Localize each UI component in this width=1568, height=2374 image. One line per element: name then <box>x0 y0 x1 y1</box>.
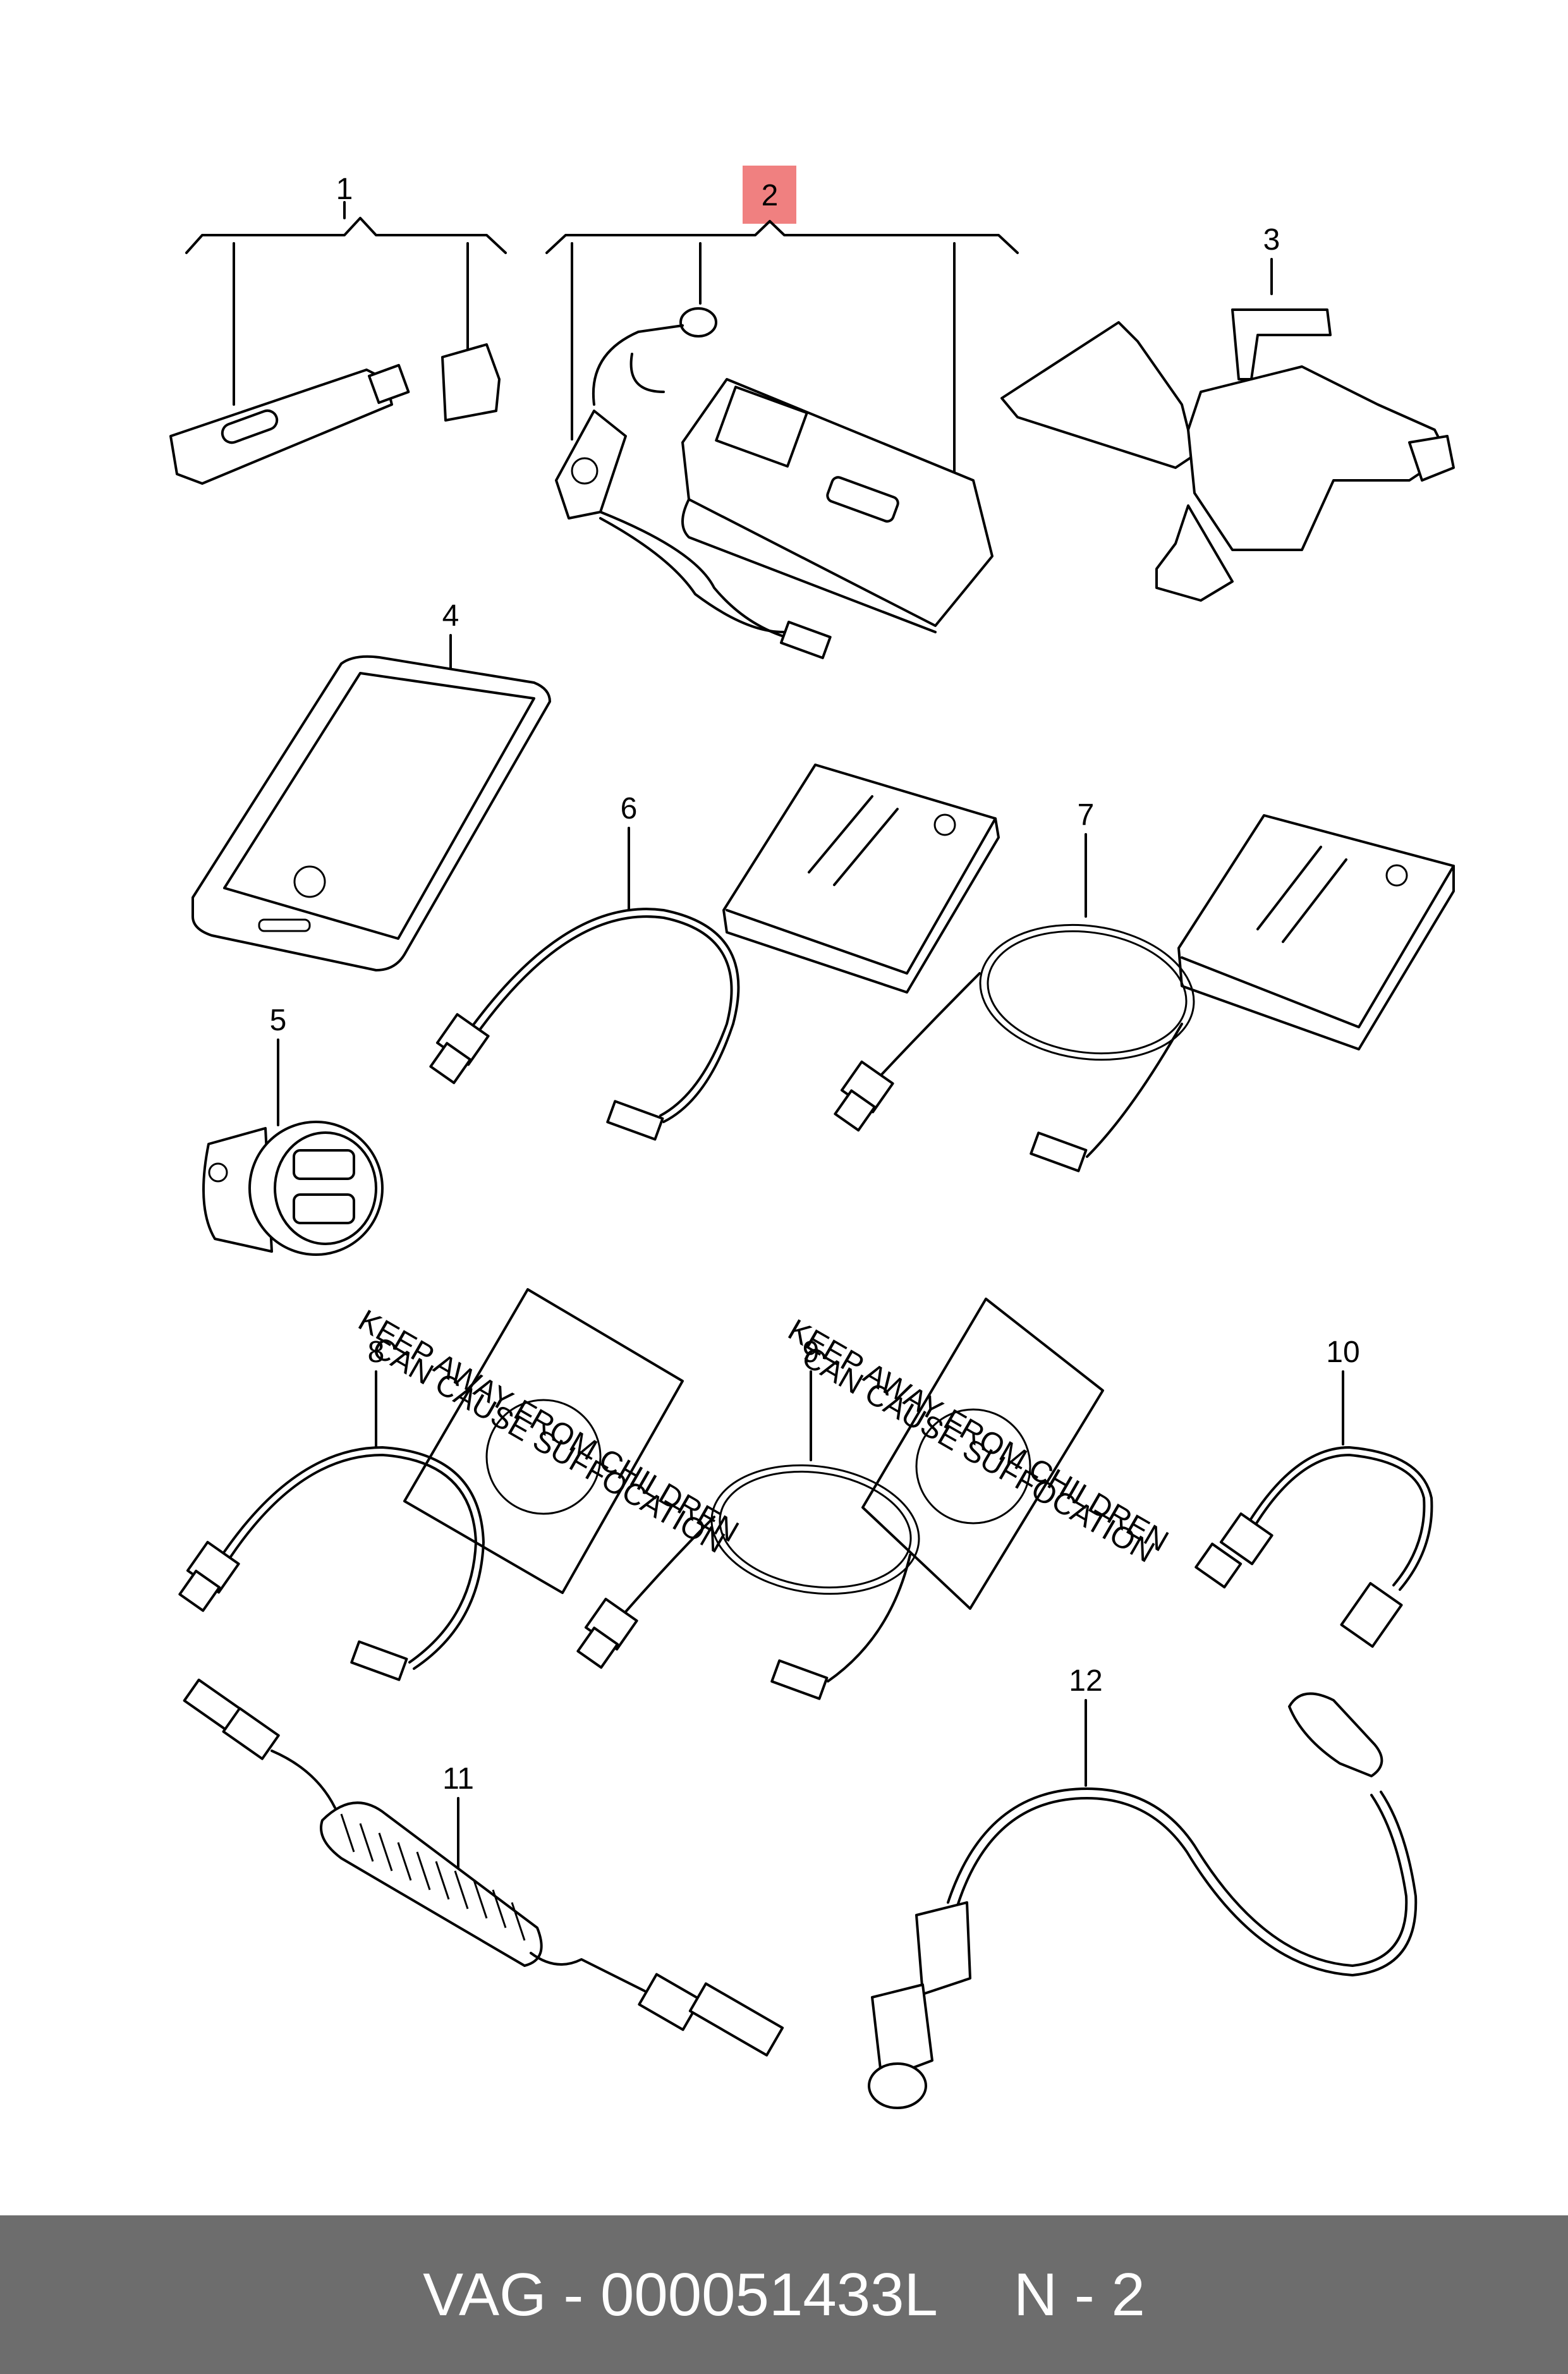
callout-label-7: 7 <box>1078 798 1095 832</box>
usb-cable-9-illustration <box>576 1464 920 1700</box>
callout-6: 6 <box>621 792 638 910</box>
usb-cable-6-illustration <box>429 908 740 1141</box>
callout-3: 3 <box>1263 223 1280 295</box>
cable-package-box-1 <box>722 764 1000 994</box>
callout-7: 7 <box>1078 798 1095 918</box>
callout-label-10: 10 <box>1326 1336 1359 1369</box>
microphone-illustration <box>555 307 832 659</box>
callout-label-1: 1 <box>336 173 353 206</box>
callout-label-4: 4 <box>442 599 459 633</box>
parts-diagram: 1 2 3 <box>169 166 1455 2109</box>
callout-label-9: 9 <box>803 1336 820 1369</box>
cable-bag-2: KEEP AWAY FROM CHILDREN CAN CAUSE SUFFOC… <box>782 1298 1174 1610</box>
callout-2-highlight <box>743 166 796 224</box>
part-code: VAG - 000051433L <box>423 2260 938 2328</box>
callout-2: 2 <box>545 166 1019 482</box>
callout-1: 1 <box>185 173 507 406</box>
callout-label-3: 3 <box>1263 223 1280 257</box>
callout-label-2: 2 <box>762 179 779 212</box>
charger-lamp-illustration <box>868 1692 1418 2109</box>
callout-label-8: 8 <box>368 1336 385 1369</box>
usb-cable-8-illustration <box>178 1446 485 1681</box>
callout-4: 4 <box>442 599 459 670</box>
usb-charger-illustration <box>202 1121 384 1256</box>
callout-10: 10 <box>1326 1336 1360 1446</box>
phone-holder-illustration <box>1000 308 1455 602</box>
bluetooth-module-illustration <box>681 378 994 633</box>
callout-12: 12 <box>1069 1664 1103 1787</box>
callout-label-5: 5 <box>270 1004 287 1037</box>
callout-label-11: 11 <box>442 1762 474 1796</box>
usb-extension-cable-illustration <box>1194 1446 1433 1648</box>
callout-label-6: 6 <box>621 792 638 825</box>
cable-package-box-2 <box>1177 814 1455 1050</box>
callout-label-12: 12 <box>1069 1664 1102 1698</box>
callout-9: 9 <box>803 1336 820 1461</box>
callout-8: 8 <box>368 1336 385 1449</box>
callout-5: 5 <box>270 1004 287 1126</box>
coiled-cable-illustration <box>183 1678 784 2057</box>
footer-bar: VAG - 000051433L N - 2 <box>0 2215 1568 2374</box>
usb-stick-illustration <box>169 343 501 485</box>
page-reference: N - 2 <box>1013 2260 1145 2328</box>
phone-case-illustration <box>191 655 551 971</box>
usb-cable-7-illustration <box>834 923 1195 1172</box>
